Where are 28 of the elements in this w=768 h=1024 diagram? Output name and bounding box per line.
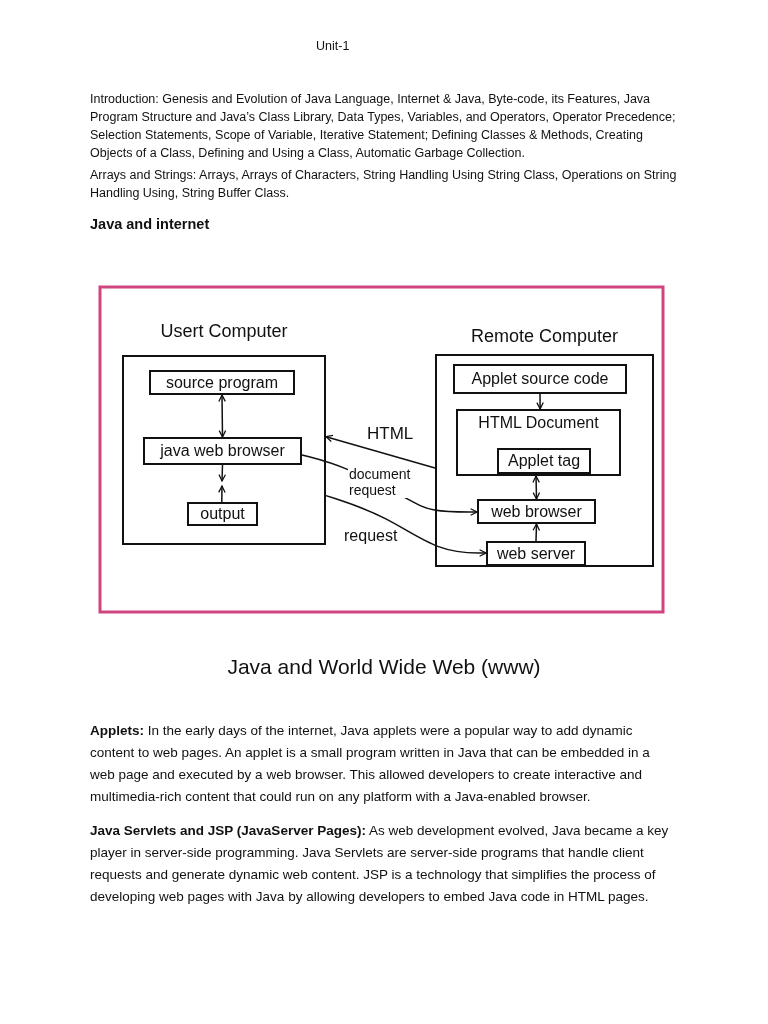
text-paragraph: Java Servlets and JSP (JavaServer Pages): As web development evolved, Java became a key player in server-side programming. Java Servlets are server-side programs that handle client requests and generate dynamic web content. JSP is a technology that simplifies the process of developing web pages with Java by allowing developers to embed Java code in HTML pages. bbox=[90, 822, 670, 906]
process-box: Applet tag bbox=[497, 448, 591, 474]
arrow bbox=[325, 494, 487, 557]
process-box: output bbox=[187, 502, 258, 526]
arrow bbox=[536, 393, 544, 410]
arrow bbox=[218, 394, 227, 438]
arrow bbox=[218, 485, 226, 503]
process-box: web browser bbox=[477, 499, 596, 524]
text-paragraph: Unit-1 bbox=[316, 38, 351, 55]
text-paragraph: Introduction: Genesis and Evolution of Java Language, Internet & Java, Byte-code, its Features, Java Program Structure and Java’s Class Library, Data Types, Variables, and Operators, Operator Precedence; Selection Statements, Scope of Variable, Iterative Statement; Defining Classes & Methods, Creating Objects of a Class, Defining and Using a Class, Automatic Garbage Collection. bbox=[90, 91, 677, 162]
arrow bbox=[532, 523, 541, 542]
box-title: HTML Document bbox=[477, 414, 600, 432]
section-heading: Java and internet bbox=[90, 215, 210, 234]
arrow bbox=[218, 464, 227, 482]
process-box: web server bbox=[486, 541, 586, 566]
process-box: java web browser bbox=[143, 437, 302, 465]
computer-heading: Usert Computer bbox=[159, 321, 289, 342]
document-box bbox=[456, 409, 621, 476]
text-paragraph: Arrays and Strings: Arrays, Arrays of Characters, String Handling Using String Class, Operations on String Handling Using, String Buffer Class. bbox=[90, 167, 678, 202]
text-paragraph: Applets: In the early days of the internet, Java applets were a popular way to add dynamic content to web pages. An applet is a small program written in Java that can be embedded in a web page and executed by a web browser. This allowed developers to create interactive and multimedia-rich content that could run on any platform with a Java-enabled browser. bbox=[90, 722, 651, 806]
arrow bbox=[532, 475, 541, 500]
arrow bbox=[325, 434, 436, 469]
edge-label: HTML bbox=[366, 426, 415, 442]
computer-heading: Remote Computer bbox=[469, 326, 620, 347]
figure-caption: Java and World Wide Web (www) bbox=[226, 654, 542, 680]
edge-label: request bbox=[343, 528, 399, 544]
process-box: source program bbox=[149, 370, 295, 395]
process-box: Applet source code bbox=[453, 364, 627, 394]
